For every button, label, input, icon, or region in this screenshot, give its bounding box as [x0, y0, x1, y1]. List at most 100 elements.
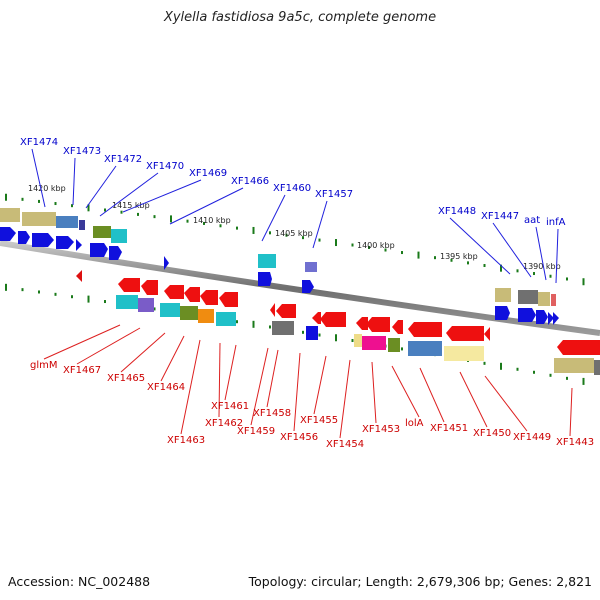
minus-gene-label-group: XF1454: [326, 359, 364, 450]
feature-box: [408, 341, 442, 356]
leader-line: [43, 324, 121, 360]
minus-gene-label: XF1450: [473, 428, 511, 439]
minus-gene-label-group: XF1451: [419, 367, 468, 434]
scale-tick: [54, 202, 57, 206]
gene-arrow: [320, 312, 346, 327]
minus-gene-label: glmM: [30, 360, 58, 371]
feature-box: [305, 262, 317, 272]
leader-line: [459, 371, 488, 428]
scale-tick: [269, 325, 271, 329]
feature-box: [93, 226, 111, 238]
minus-gene-label-group: XF1461: [211, 344, 249, 412]
minus-gene-label: XF1453: [362, 424, 400, 435]
leader-line: [371, 361, 377, 424]
feature-box: [111, 229, 127, 243]
gene-arrow: [184, 287, 200, 302]
leader-line: [266, 349, 279, 408]
minus-gene-label-group: XF1458: [253, 349, 291, 419]
kbp-label-1390: 1390 kbp: [523, 262, 561, 271]
plus-gene-label: XF1473: [63, 146, 101, 157]
gene-arrow: [446, 326, 484, 341]
gene-arrow: [219, 292, 238, 307]
scale-tick: [483, 264, 486, 268]
leader-line: [180, 339, 201, 435]
minus-gene-label-group: XF1467: [63, 327, 141, 376]
scale-tick: [285, 233, 288, 237]
leader-line: [339, 359, 351, 439]
plus-gene-label-group: XF1474: [20, 137, 58, 208]
plus-gene-label: XF1472: [104, 154, 142, 165]
plus-gene-label-group: aat: [524, 215, 547, 281]
plus-gene-label: aat: [524, 215, 540, 226]
gene-arrow: [553, 312, 559, 325]
feature-box: [518, 290, 538, 304]
gene-arrow: [90, 243, 108, 257]
feature-box: [354, 334, 362, 347]
feature-box: [56, 216, 78, 228]
feature-box: [258, 254, 276, 268]
leader-line: [169, 187, 244, 225]
feature-box: [594, 360, 600, 375]
minus-gene-label-group: XF1456: [280, 352, 318, 443]
feature-box: [388, 338, 400, 352]
gene-arrow: [76, 270, 82, 282]
gene-arrow: [270, 303, 275, 317]
kbp-label-1415: 1415 kbp: [112, 201, 150, 210]
minus-gene-label-group: XF1465: [107, 332, 166, 384]
leader-line: [160, 335, 185, 382]
plus-gene-label: XF1466: [231, 176, 269, 187]
gene-arrow: [109, 246, 122, 260]
plus-gene-label: infA: [546, 217, 566, 228]
minus-gene-label: XF1443: [556, 437, 594, 448]
feature-box: [79, 220, 85, 230]
scale-tick: [500, 362, 502, 370]
scale-tick: [302, 330, 304, 334]
scale-tick: [236, 226, 238, 230]
kbp-label-1395: 1395 kbp: [440, 252, 478, 261]
leader-line: [293, 352, 301, 432]
scale-tick: [401, 251, 403, 255]
gene-arrow: [0, 227, 16, 241]
leader-line: [313, 355, 327, 415]
scale-tick: [582, 278, 585, 286]
scale-tick: [417, 251, 420, 259]
scale-tick: [5, 283, 7, 291]
minus-gene-label: XF1456: [280, 432, 318, 443]
feature-box: [551, 294, 556, 306]
minus-gene-label: XF1455: [300, 415, 338, 426]
feature-box: [216, 312, 236, 326]
minus-gene-label-group: XF1462: [205, 342, 243, 429]
gene-arrow: [302, 280, 314, 293]
minus-gene-label: XF1449: [513, 432, 551, 443]
scale-tick: [302, 236, 304, 240]
feature-box: [362, 336, 386, 350]
minus-gene-label: XF1459: [237, 426, 275, 437]
leader-line: [419, 367, 445, 423]
scale-tick: [533, 370, 535, 374]
scale-tick: [533, 272, 535, 276]
leader-line: [31, 148, 46, 208]
plus-gene-label-group: infA: [546, 217, 566, 284]
scale-tick: [21, 197, 24, 201]
plus-gene-label-group: XF1469: [122, 168, 227, 213]
minus-gene-label: XF1465: [107, 373, 145, 384]
minus-gene-label: XF1462: [205, 418, 243, 429]
scale-tick: [318, 238, 321, 242]
scale-tick: [252, 226, 255, 234]
scale-tick: [368, 245, 370, 249]
plus-gene-label-group: XF1466: [169, 176, 269, 225]
scale-tick: [516, 367, 519, 371]
scale-tick: [153, 215, 156, 219]
leader-line: [449, 217, 511, 275]
gene-arrow: [548, 312, 554, 325]
accession-text: Accession: NC_002488: [8, 574, 151, 589]
scale-tick: [401, 347, 403, 351]
minus-gene-label: XF1454: [326, 439, 364, 450]
scale-tick: [582, 377, 585, 385]
minus-gene-label: XF1467: [63, 365, 101, 376]
gene-arrow: [408, 322, 442, 337]
leader-line: [224, 344, 237, 401]
